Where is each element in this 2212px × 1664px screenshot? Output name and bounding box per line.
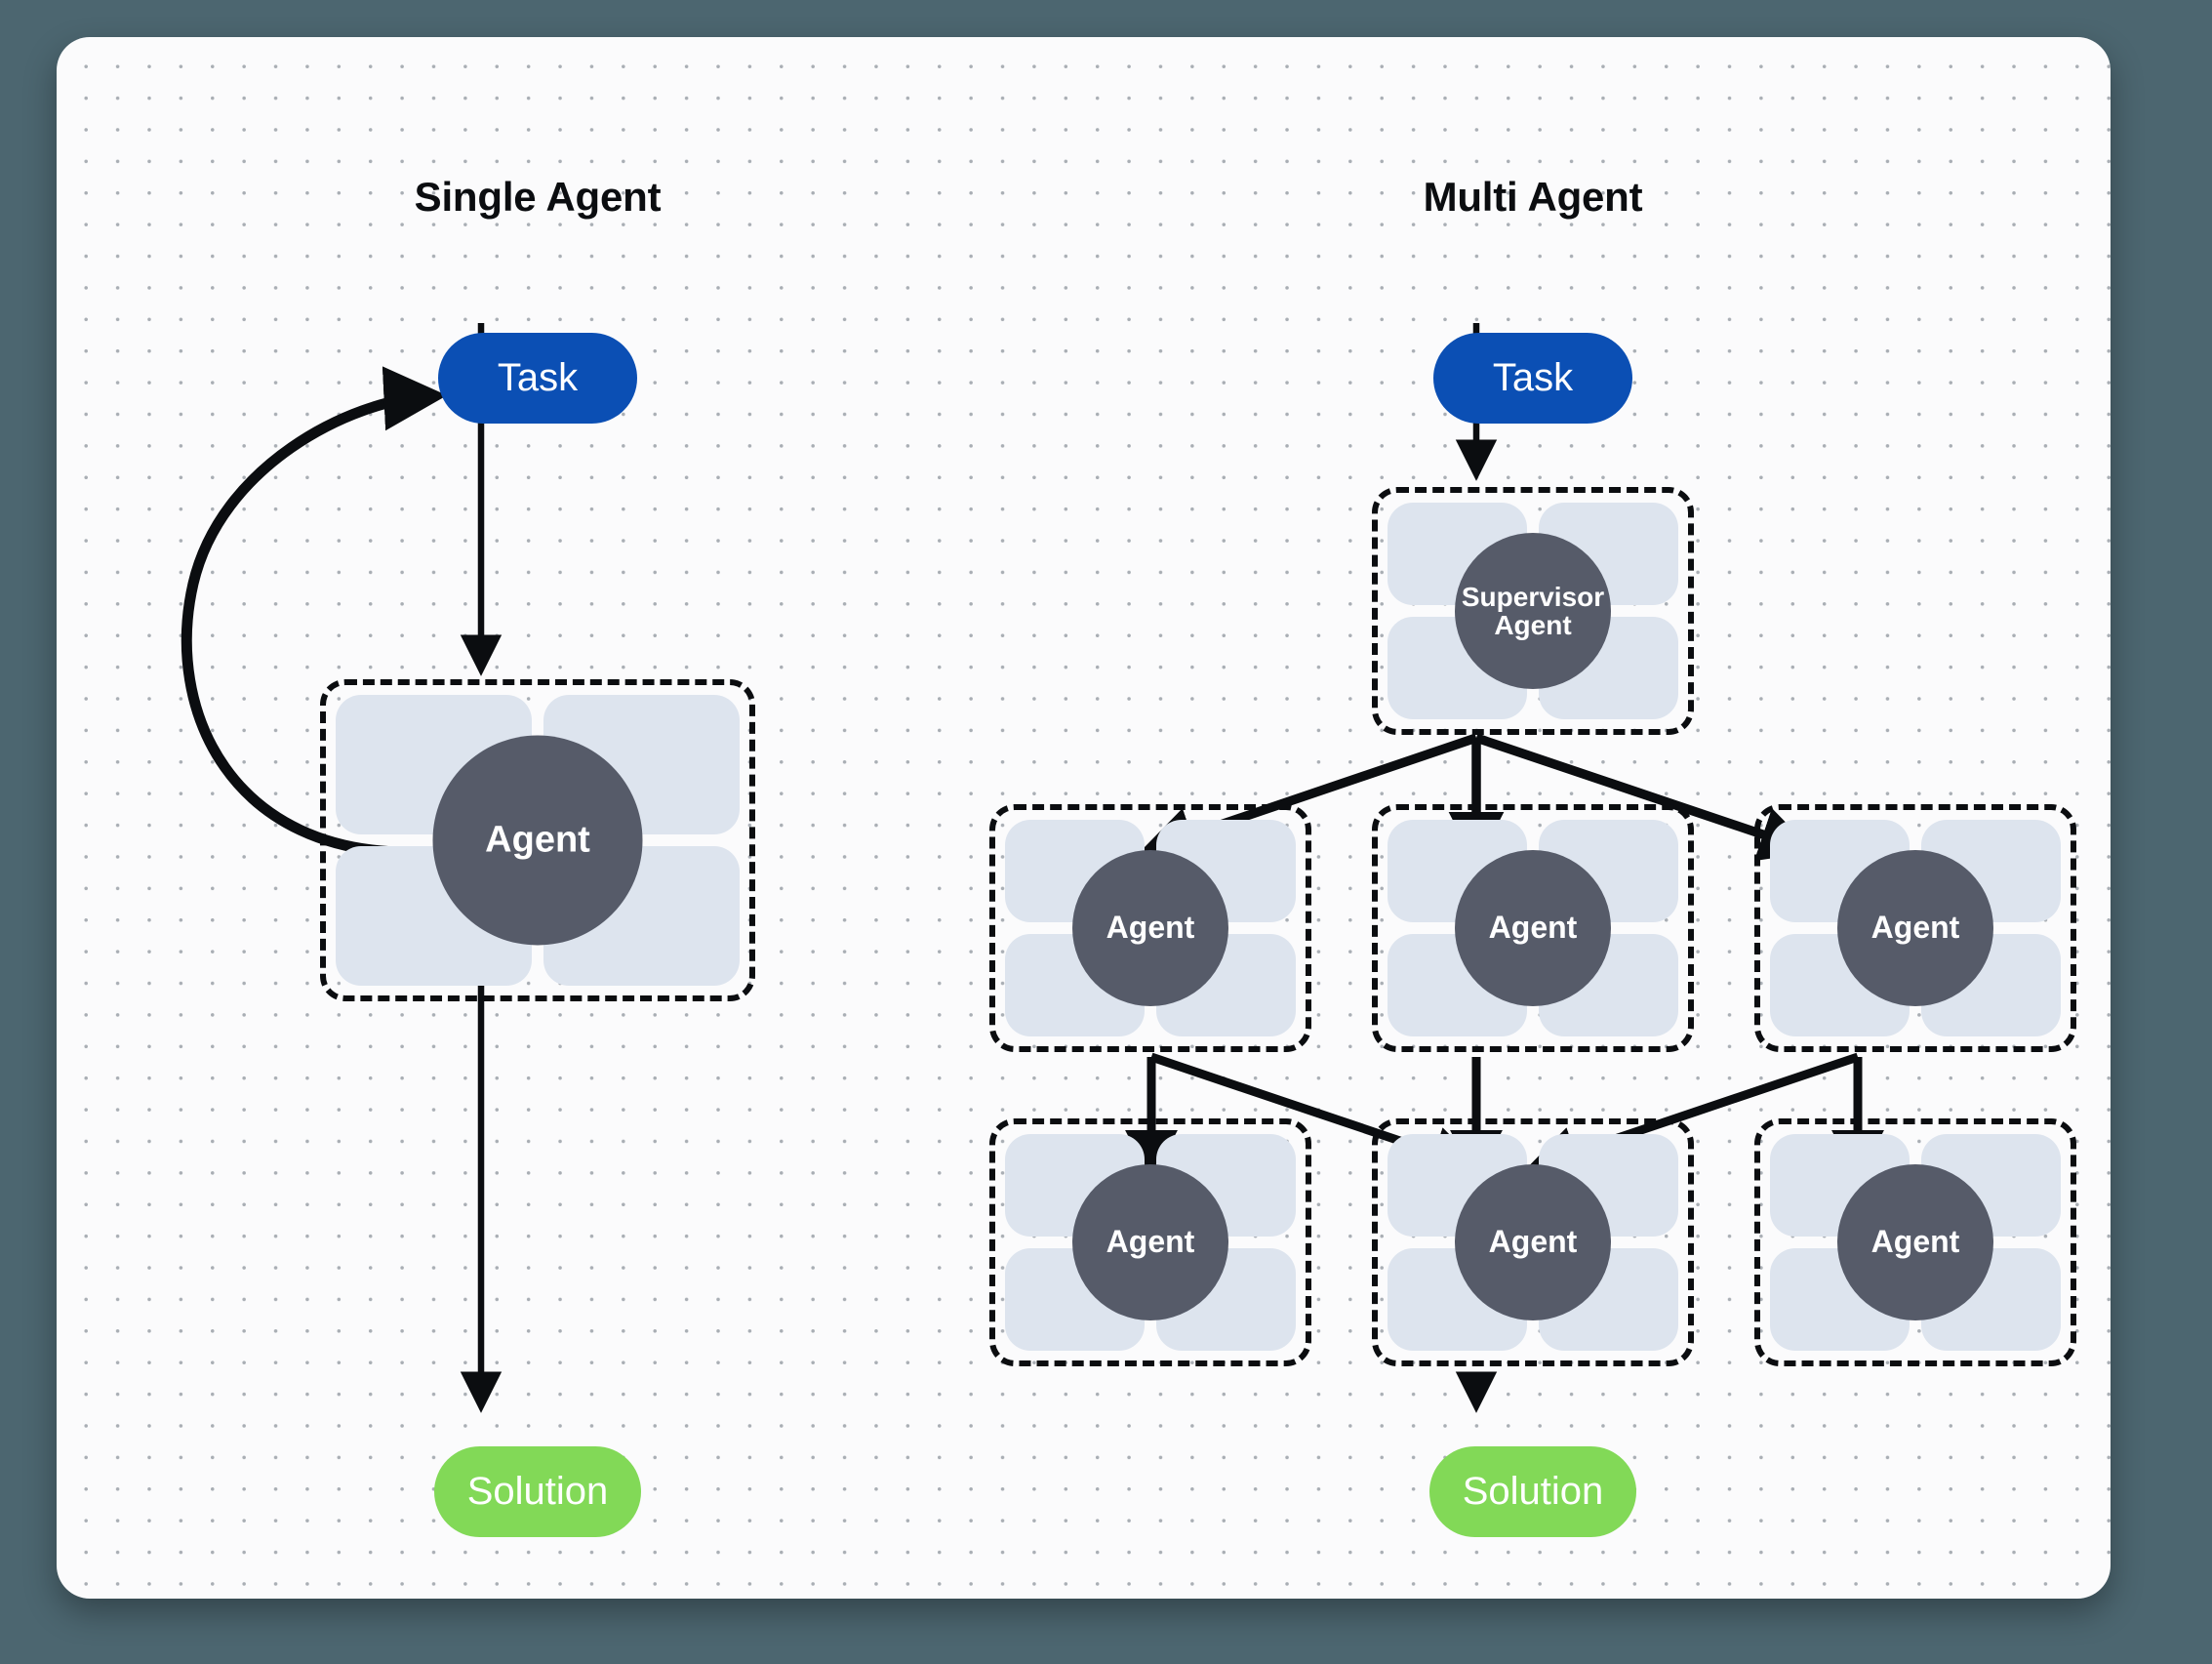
node-task-multi[interactable]: Task — [1433, 333, 1632, 424]
node-supervisor-agent[interactable]: Supervisor Agent — [1372, 487, 1694, 735]
node-task-multi-label: Task — [1492, 356, 1574, 399]
node-agent-r1c3-label: Agent — [1870, 910, 1960, 946]
node-agent-r1c1-label: Agent — [1106, 910, 1195, 946]
panel-title-single-agent: Single Agent — [414, 174, 662, 220]
node-agent-r1c1[interactable]: Agent — [989, 804, 1311, 1052]
node-agent-r2c2-label: Agent — [1488, 1224, 1578, 1260]
node-agent-r1c2-label: Agent — [1488, 910, 1578, 946]
node-solution-multi[interactable]: Solution — [1429, 1446, 1636, 1537]
node-task-single[interactable]: Task — [438, 333, 637, 424]
node-agent-r2c1[interactable]: Agent — [989, 1118, 1311, 1366]
node-solution-single[interactable]: Solution — [434, 1446, 641, 1537]
agent-circle: Agent — [432, 735, 643, 946]
agent-circle: Agent — [1072, 850, 1228, 1006]
node-agent-r1c3[interactable]: Agent — [1754, 804, 2076, 1052]
agent-circle: Agent — [1072, 1164, 1228, 1320]
node-agent-single-label: Agent — [485, 819, 590, 861]
node-agent-r2c1-label: Agent — [1106, 1224, 1195, 1260]
panel-title-multi-agent: Multi Agent — [1423, 174, 1643, 220]
node-supervisor-label-line1: Supervisor — [1461, 581, 1605, 612]
node-agent-r1c2[interactable]: Agent — [1372, 804, 1694, 1052]
node-supervisor-label-line2: Agent — [1494, 610, 1572, 640]
diagram-card: Single Agent Multi Agent — [57, 37, 2111, 1599]
node-solution-multi-label: Solution — [1462, 1470, 1604, 1513]
supervisor-agent-circle: Supervisor Agent — [1455, 533, 1611, 689]
node-task-single-label: Task — [497, 356, 579, 399]
agent-circle: Agent — [1455, 1164, 1611, 1320]
node-agent-r2c2[interactable]: Agent — [1372, 1118, 1694, 1366]
agent-circle: Agent — [1837, 1164, 1993, 1320]
node-agent-r2c3[interactable]: Agent — [1754, 1118, 2076, 1366]
node-agent-r2c3-label: Agent — [1870, 1224, 1960, 1260]
node-agent-single[interactable]: Agent — [320, 679, 755, 1001]
agent-circle: Agent — [1455, 850, 1611, 1006]
node-solution-single-label: Solution — [466, 1470, 609, 1513]
agent-circle: Agent — [1837, 850, 1993, 1006]
